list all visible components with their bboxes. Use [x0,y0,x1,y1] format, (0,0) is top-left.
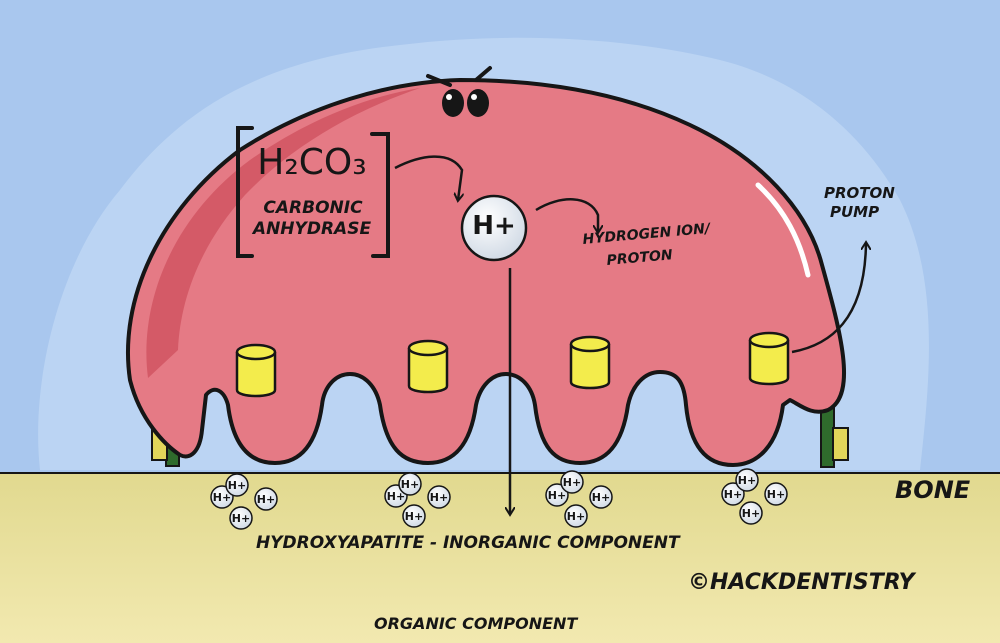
ion-cluster-4: H+ H+ H+ H+ [721,468,788,525]
small-ion-label: H+ [563,476,581,489]
small-ion-label: H+ [567,510,585,523]
small-ion [589,485,613,509]
small-ion-label: H+ [387,490,405,503]
ion-cluster-2: H+ H+ H+ H+ [384,472,451,528]
enzyme-label-line1: CARBONIC [263,198,363,218]
small-ion-label: H+ [738,474,756,487]
proton-pump [569,335,611,390]
inorganic-label: HYDROXYAPATITE - INORGANIC COMPONENT [256,533,680,553]
small-ion-label: H+ [401,478,419,491]
small-ion [560,470,584,494]
small-ion-label: H+ [257,493,275,506]
proton-pump [235,343,277,398]
small-ion [545,483,569,507]
arrow-formula-to-ion [394,155,462,200]
small-ion-label: H+ [228,479,246,492]
small-ion [225,473,249,497]
small-ion-label: H+ [548,489,566,502]
osteoclast-cell [125,78,847,467]
small-ion [739,501,763,525]
small-ion-label: H+ [232,512,250,525]
arrow-pump-label [791,243,866,354]
cell-face [426,66,492,117]
pump-label-line2: PUMP [830,203,880,221]
hydrogen-ion [460,194,528,262]
cell-highlight [755,182,811,278]
ion-symbol: H+ [472,211,516,241]
enzyme-label-line2: ANHYDRASE [252,219,372,239]
bracket-right [370,132,390,258]
small-ion [764,482,788,506]
small-ion-label: H+ [405,510,423,523]
cell-shadow [146,88,420,378]
small-ion [564,504,588,528]
ion-cluster-1: H+ H+ H+ H+ [210,473,278,530]
credit-label: ©HACKDENTISTRY [688,570,915,595]
bone-layer [0,473,1000,643]
small-ion [427,485,451,509]
small-ion [402,504,426,528]
proton-pump [407,339,449,394]
small-ion [721,482,745,506]
organic-label: ORGANIC COMPONENT [374,614,578,633]
formula-label: H₂CO₃ [257,142,367,183]
small-ion [735,468,759,492]
small-ion [254,487,278,511]
small-ion-label: H+ [592,491,610,504]
ion-cluster-3: H+ H+ H+ H+ [545,470,613,528]
small-ion [398,472,422,496]
small-ion-label: H+ [767,488,785,501]
bone-label: BONE [895,476,971,504]
small-ion-label: H+ [742,507,760,520]
small-ion-label: H+ [430,491,448,504]
right-anchor [820,404,849,468]
arrow-ion-to-label [535,198,598,232]
pump-label-line1: PROTON [824,184,895,202]
small-ion [229,506,253,530]
bracket-left [236,126,254,258]
small-ion-label: H+ [213,491,231,504]
small-ion-label: H+ [724,488,742,501]
proton-pump [748,331,790,386]
